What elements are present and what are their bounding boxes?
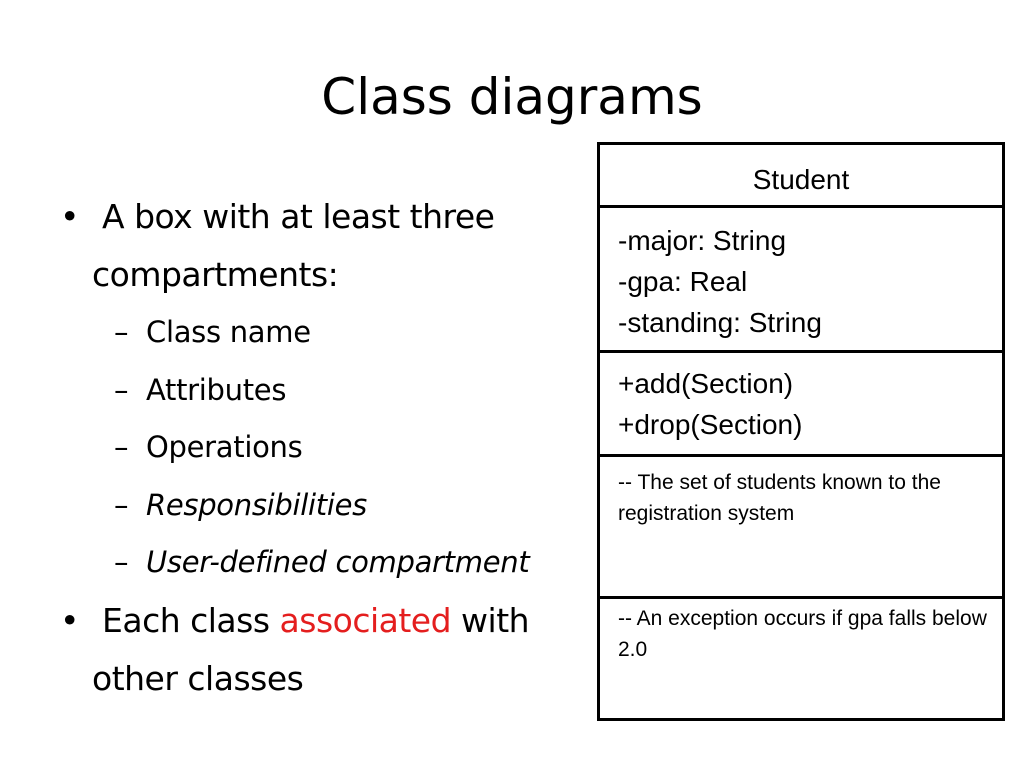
uml-class-box: Student -major: String -gpa: Real -stand… (597, 142, 1005, 721)
sub-item-class-name: – Class name (58, 304, 618, 362)
uml-operation: +drop(Section) (618, 409, 803, 440)
slide-title: Class diagrams (321, 68, 703, 126)
sub-item-text: User-defined compartment (146, 545, 530, 579)
uml-user-defined-text: -- An exception occurs if gpa falls belo… (618, 607, 987, 661)
uml-attributes-compartment: -major: String -gpa: Real -standing: Str… (600, 208, 1002, 353)
dash-icon: – (114, 430, 129, 464)
bullet-icon: • (60, 197, 79, 236)
bullet-list: • A box with at least three compartments… (58, 188, 618, 708)
uml-attribute: -gpa: Real (618, 266, 748, 297)
uml-operations-compartment: +add(Section) +drop(Section) (600, 353, 1002, 457)
bullet-text: with (451, 600, 530, 640)
uml-user-defined-compartment: -- An exception occurs if gpa falls belo… (600, 599, 1002, 721)
sub-item-user-defined: – User-defined compartment (58, 534, 618, 592)
uml-class-name-compartment: Student (600, 145, 1002, 208)
sub-item-text: Attributes (146, 372, 287, 407)
bullet-text: Each class (102, 600, 280, 640)
uml-responsibilities-compartment: -- The set of students known to the regi… (600, 457, 1002, 599)
dash-icon: – (114, 487, 129, 522)
sub-item-text: Class name (146, 315, 311, 349)
uml-operation: +add(Section) (618, 368, 794, 399)
bullet-text-continued: compartments: (92, 255, 339, 294)
sub-item-text: Responsibilities (146, 487, 367, 522)
uml-attribute: -major: String (618, 225, 787, 256)
bullet-item-associations: • Each class associated with other class… (58, 592, 618, 708)
sub-item-text: Operations (146, 430, 303, 464)
uml-class-name: Student (752, 164, 850, 195)
sub-item-operations: – Operations (58, 419, 618, 477)
dash-icon: – (114, 315, 129, 349)
bullet-text-continued: other classes (92, 658, 304, 698)
uml-attribute: -standing: String (618, 307, 822, 338)
sub-item-responsibilities: – Responsibilities (58, 477, 618, 535)
dash-icon: – (114, 545, 129, 579)
dash-icon: – (114, 372, 129, 407)
uml-responsibility-text: -- The set of students known to the regi… (618, 471, 941, 525)
highlight-text: associated (279, 600, 452, 640)
bullet-icon: • (60, 600, 79, 640)
bullet-item-compartments: • A box with at least three compartments… (58, 188, 618, 304)
sub-item-attributes: – Attributes (58, 362, 618, 420)
bullet-text: A box with at least three (102, 197, 495, 236)
